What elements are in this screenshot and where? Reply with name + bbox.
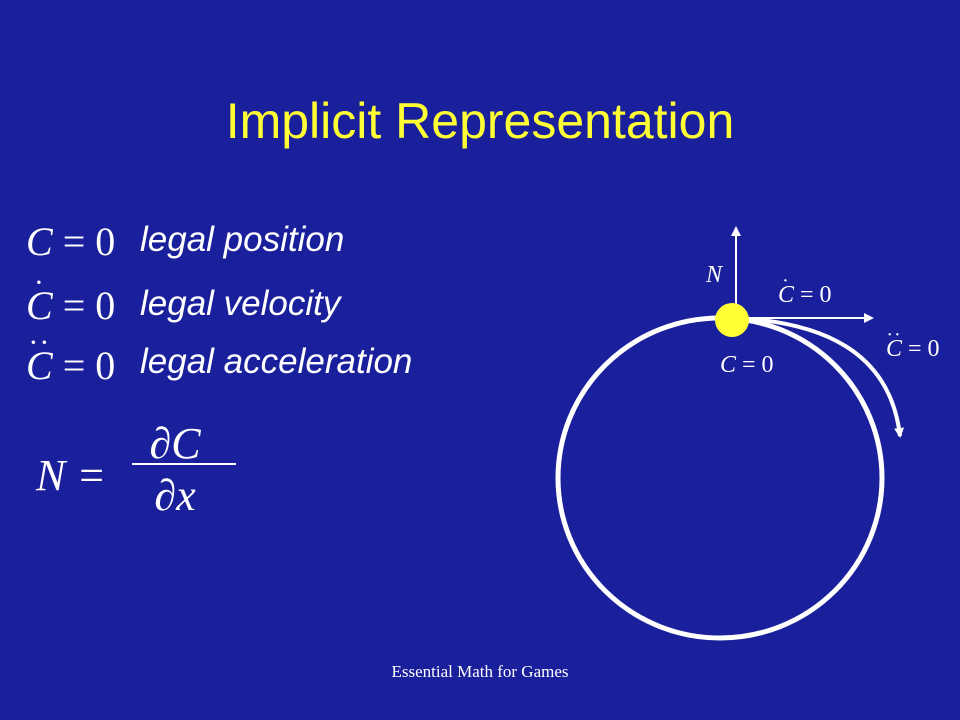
- fraction-bar: [132, 463, 236, 465]
- particle-point: [715, 303, 749, 337]
- velocity-constraint-label: ·C = 0: [778, 270, 832, 308]
- slide-footer: Essential Math for Games: [391, 662, 569, 681]
- double-dot-accent: ··: [886, 324, 902, 346]
- dot-accent: ·: [33, 266, 45, 299]
- label-legal-position: legal position: [140, 220, 345, 259]
- label-legal-acceleration: legal acceleration: [140, 342, 413, 381]
- formula-numerator: ∂C: [149, 419, 201, 468]
- equation-variable: ·C: [26, 266, 53, 328]
- equation-velocity: ·C = 0: [26, 266, 116, 328]
- slide-title: Implicit Representation: [225, 93, 735, 149]
- formula-denominator: ∂x: [154, 471, 196, 520]
- label-legal-velocity: legal velocity: [140, 284, 341, 323]
- dot-accent: ·: [782, 270, 790, 292]
- equation-acceleration: ··C = 0: [26, 326, 116, 388]
- equation-variable: ··C: [26, 326, 53, 388]
- formula-lhs: N =: [36, 451, 107, 500]
- acceleration-constraint-label: ··C = 0: [886, 324, 940, 362]
- equation-variable: C: [26, 219, 53, 264]
- position-constraint-label: C = 0: [720, 352, 774, 378]
- equation-rhs: = 0: [62, 283, 116, 328]
- double-dot-accent: ··: [28, 326, 51, 359]
- acceleration-arrow: [735, 316, 905, 438]
- equation-rhs: = 0: [62, 219, 116, 264]
- equation-position: C = 0: [26, 222, 115, 262]
- normal-label: N: [706, 262, 723, 288]
- equation-rhs: = 0: [62, 343, 116, 388]
